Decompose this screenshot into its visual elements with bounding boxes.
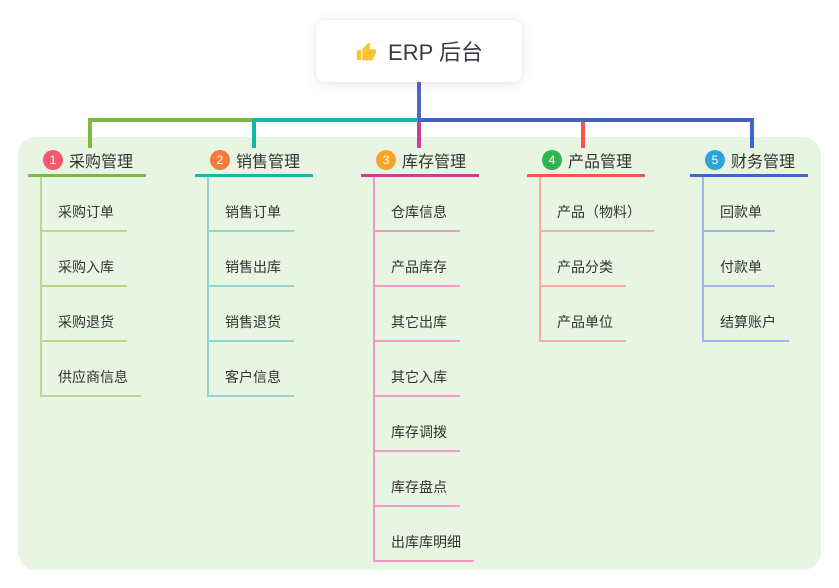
branch-4: 4 产品管理产品（物料） 产品分类产品单位 [527, 146, 687, 342]
child-node[interactable]: 回款单 [704, 177, 839, 232]
child-node[interactable]: 产品（物料） [541, 177, 685, 232]
child-node[interactable]: 销售出库 [209, 232, 353, 287]
child-label: 其它入库 [375, 367, 460, 397]
child-label: 产品库存 [375, 257, 460, 287]
branch-title-label: 销售管理 [236, 154, 301, 171]
child-node[interactable]: 付款单 [704, 232, 839, 287]
connector-drop-branch-3 [417, 120, 421, 148]
connector-drop-branch-5 [750, 118, 754, 148]
child-label: 出库库明细 [375, 532, 474, 562]
child-node[interactable]: 产品分类 [541, 232, 685, 287]
child-label: 仓库信息 [375, 202, 460, 232]
child-node[interactable]: 库存调拨 [375, 397, 519, 452]
child-node[interactable]: 结算账户 [704, 287, 839, 342]
branch-5-header[interactable]: 5 财务管理 [690, 146, 808, 177]
branches-panel [18, 137, 821, 570]
child-label: 采购入库 [42, 257, 127, 287]
connector-drop-branch-4 [581, 118, 585, 148]
child-node[interactable]: 供应商信息 [42, 342, 186, 397]
child-label: 采购退货 [42, 312, 127, 342]
branch-number-badge: 5 [705, 150, 725, 170]
branch-3: 3 库存管理仓库信息产品库存其它出库其它入库库存调拨库存盘点出库库明细 [361, 146, 521, 562]
child-label: 供应商信息 [42, 367, 141, 397]
connector-horizontal-mid [252, 118, 418, 122]
child-label: 库存调拨 [375, 422, 460, 452]
branch-1: 1 采购管理采购订单采购入库采购退货供应商信息 [28, 146, 188, 397]
child-label: 结算账户 [704, 312, 789, 342]
branch-5-children: 回款单付款单结算账户 [702, 177, 839, 342]
child-node[interactable]: 库存盘点 [375, 452, 519, 507]
branch-number-badge: 3 [376, 150, 396, 170]
child-label: 库存盘点 [375, 477, 460, 507]
branch-number-badge: 4 [542, 150, 562, 170]
child-node[interactable]: 销售订单 [209, 177, 353, 232]
child-node[interactable]: 采购订单 [42, 177, 186, 232]
child-label: 销售订单 [209, 202, 294, 232]
child-node[interactable]: 产品库存 [375, 232, 519, 287]
connector-drop-branch-2 [252, 118, 256, 148]
child-label: 产品（物料） [541, 202, 654, 232]
branch-number-badge: 1 [43, 150, 63, 170]
branch-3-children: 仓库信息产品库存其它出库其它入库库存调拨库存盘点出库库明细 [373, 177, 519, 562]
child-label: 产品分类 [541, 257, 626, 287]
root-node[interactable]: ERP 后台 [316, 20, 522, 82]
child-node[interactable]: 销售退货 [209, 287, 353, 342]
child-node[interactable]: 仓库信息 [375, 177, 519, 232]
thumbs-up-icon [355, 40, 378, 63]
branch-4-children: 产品（物料） 产品分类产品单位 [539, 177, 685, 342]
child-node[interactable]: 其它出库 [375, 287, 519, 342]
branch-2: 2 销售管理销售订单销售出库销售退货客户信息 [195, 146, 355, 397]
child-label: 其它出库 [375, 312, 460, 342]
child-label: 销售出库 [209, 257, 294, 287]
connector-horizontal-left [88, 118, 254, 122]
branch-4-header[interactable]: 4 产品管理 [527, 146, 645, 177]
child-node[interactable]: 出库库明细 [375, 507, 519, 562]
child-node[interactable]: 采购入库 [42, 232, 186, 287]
branch-1-children: 采购订单采购入库采购退货供应商信息 [40, 177, 186, 397]
child-label: 回款单 [704, 202, 775, 232]
child-node[interactable]: 产品单位 [541, 287, 685, 342]
branch-title-label: 采购管理 [69, 154, 134, 171]
branch-title-label: 财务管理 [731, 154, 796, 171]
child-node[interactable]: 其它入库 [375, 342, 519, 397]
root-label: ERP 后台 [388, 40, 483, 65]
child-label: 产品单位 [541, 312, 626, 342]
branch-3-header[interactable]: 3 库存管理 [361, 146, 479, 177]
connector-horizontal-right [418, 118, 754, 122]
child-label: 销售退货 [209, 312, 294, 342]
branch-1-header[interactable]: 1 采购管理 [28, 146, 146, 177]
child-label: 客户信息 [209, 367, 294, 397]
branch-5: 5 财务管理回款单付款单结算账户 [690, 146, 839, 342]
connector-root-stem [417, 82, 421, 120]
branch-2-children: 销售订单销售出库销售退货客户信息 [207, 177, 353, 397]
child-label: 采购订单 [42, 202, 127, 232]
branch-title-label: 产品管理 [568, 154, 633, 171]
connector-drop-branch-1 [88, 118, 92, 148]
branch-number-badge: 2 [210, 150, 230, 170]
child-node[interactable]: 客户信息 [209, 342, 353, 397]
child-label: 付款单 [704, 257, 775, 287]
branch-title-label: 库存管理 [402, 154, 467, 171]
branch-2-header[interactable]: 2 销售管理 [195, 146, 313, 177]
child-node[interactable]: 采购退货 [42, 287, 186, 342]
